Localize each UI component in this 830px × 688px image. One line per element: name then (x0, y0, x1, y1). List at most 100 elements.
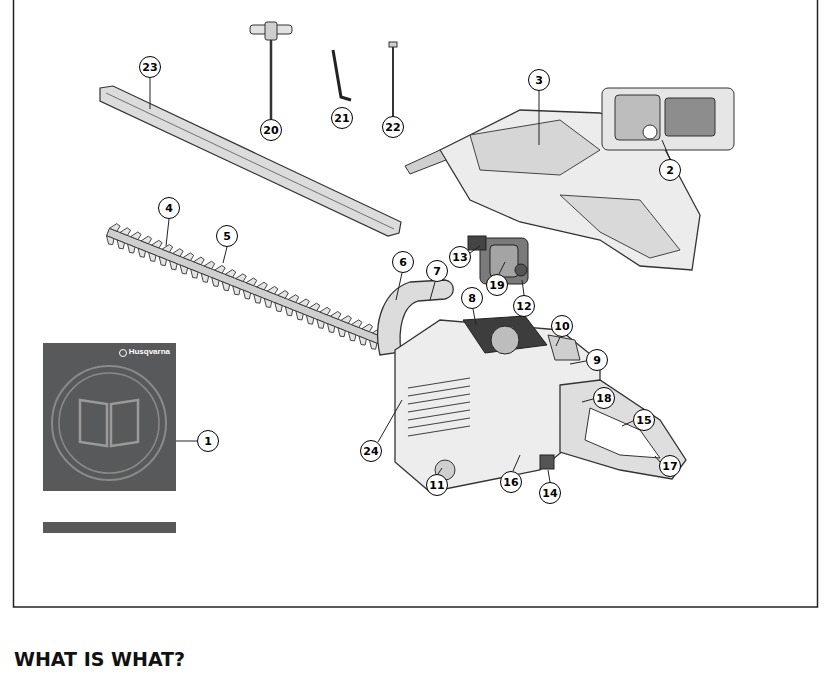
node-text: 18 (596, 393, 611, 404)
blade-tooth (243, 290, 250, 299)
throttle-lockout (540, 455, 554, 469)
blade-tooth (338, 328, 345, 337)
cooling-grille (408, 378, 470, 436)
engine-inset (602, 88, 734, 150)
engine-part (665, 98, 715, 136)
callout-number: 19 (486, 274, 508, 296)
node-text: Husqvarna (129, 347, 170, 356)
blade-guard (100, 86, 401, 236)
hex-key (333, 50, 351, 100)
blade-tooth (288, 295, 299, 303)
node-text: 16 (503, 477, 518, 488)
node-text: 8 (468, 293, 476, 304)
node-text: 17 (662, 461, 677, 472)
blade-tooth (257, 282, 268, 290)
callout-number: 16 (500, 471, 522, 493)
node-text: 7 (433, 266, 441, 277)
node-text: 20 (263, 125, 278, 136)
blade-tooth (109, 224, 120, 232)
blade-stub (405, 150, 446, 174)
blade-tooth (162, 245, 173, 253)
blade-tooth (327, 324, 334, 333)
blade-tooth (320, 307, 331, 315)
blade-tooth (128, 244, 135, 253)
blade-tooth (120, 228, 131, 236)
blade-tooth (299, 299, 310, 307)
node-text: 13 (452, 252, 467, 263)
node-text: 24 (363, 446, 378, 457)
blade-tooth (233, 286, 240, 295)
blade (107, 224, 394, 354)
blade-tooth (117, 240, 124, 249)
blade-tooth (152, 240, 163, 248)
blade-tooth (212, 278, 219, 287)
choke (548, 335, 580, 360)
motor-inner (490, 245, 518, 277)
callout-number: 18 (593, 387, 615, 409)
blade-tooth (359, 336, 366, 345)
node-text: 3 (535, 75, 543, 86)
node-text: 21 (334, 113, 349, 124)
leader-lines (150, 78, 670, 482)
node-text: 9 (593, 355, 601, 366)
gear-cover (470, 120, 600, 175)
blade-tooth (369, 340, 376, 349)
callout-number: 4 (158, 197, 180, 219)
callout-number: 5 (216, 225, 238, 247)
blade-tooth (254, 294, 261, 303)
node-text: 15 (636, 415, 651, 426)
blade-tooth (222, 282, 229, 291)
node-text: 4 (165, 203, 173, 214)
blade-tooth (348, 332, 355, 341)
node-text: 14 (542, 488, 557, 499)
blade-tooth (236, 274, 247, 282)
callout-number: 7 (426, 260, 448, 282)
blade-tooth (183, 253, 194, 261)
blade-tooth (141, 236, 152, 244)
node-text: 11 (429, 480, 444, 491)
callout-number: 8 (461, 287, 483, 309)
blade-tooth (264, 298, 271, 307)
callout-number: 1 (197, 430, 219, 452)
blade-tooth (201, 273, 208, 282)
blade-tooth (246, 278, 257, 286)
callout-number: 21 (331, 107, 353, 129)
pin (392, 47, 394, 116)
callout-number: 2 (659, 159, 681, 181)
node-text: 10 (554, 321, 569, 332)
callout-number: 10 (551, 315, 573, 337)
blade-tooth (225, 270, 236, 278)
air-filter (491, 326, 519, 354)
callout-number: 15 (633, 409, 655, 431)
blade-tooth (194, 257, 205, 265)
manual-ring (52, 366, 166, 480)
callout-number: 17 (659, 455, 681, 477)
blade-tooth (159, 257, 166, 266)
blade-tooth (131, 232, 142, 240)
node-text: 2 (666, 165, 674, 176)
engine-part (643, 125, 657, 139)
blade-tooth (170, 261, 177, 270)
blade-tooth (275, 303, 282, 312)
manual-cover: Husqvarna (43, 343, 176, 491)
blade-tooth (362, 324, 373, 332)
blade-tooth (341, 316, 352, 324)
node-text: 12 (516, 301, 531, 312)
blade-tooth (173, 249, 184, 257)
node-text: 22 (385, 122, 400, 133)
book-icon (80, 400, 138, 446)
blade-tooth (138, 248, 145, 257)
callout-number: 11 (426, 474, 448, 496)
handle-opening (585, 408, 660, 458)
callout-number: 24 (360, 440, 382, 462)
blade-tooth (330, 312, 341, 320)
node-text: 6 (399, 257, 407, 268)
callout-number: 6 (392, 251, 414, 273)
callout-number: 22 (382, 116, 404, 138)
callout-number: 14 (539, 482, 561, 504)
callout-number: 13 (449, 246, 471, 268)
blade-tooth (215, 265, 226, 273)
callout-number: 12 (513, 295, 535, 317)
blade-tooth (309, 303, 320, 311)
node-text: 23 (142, 62, 157, 73)
